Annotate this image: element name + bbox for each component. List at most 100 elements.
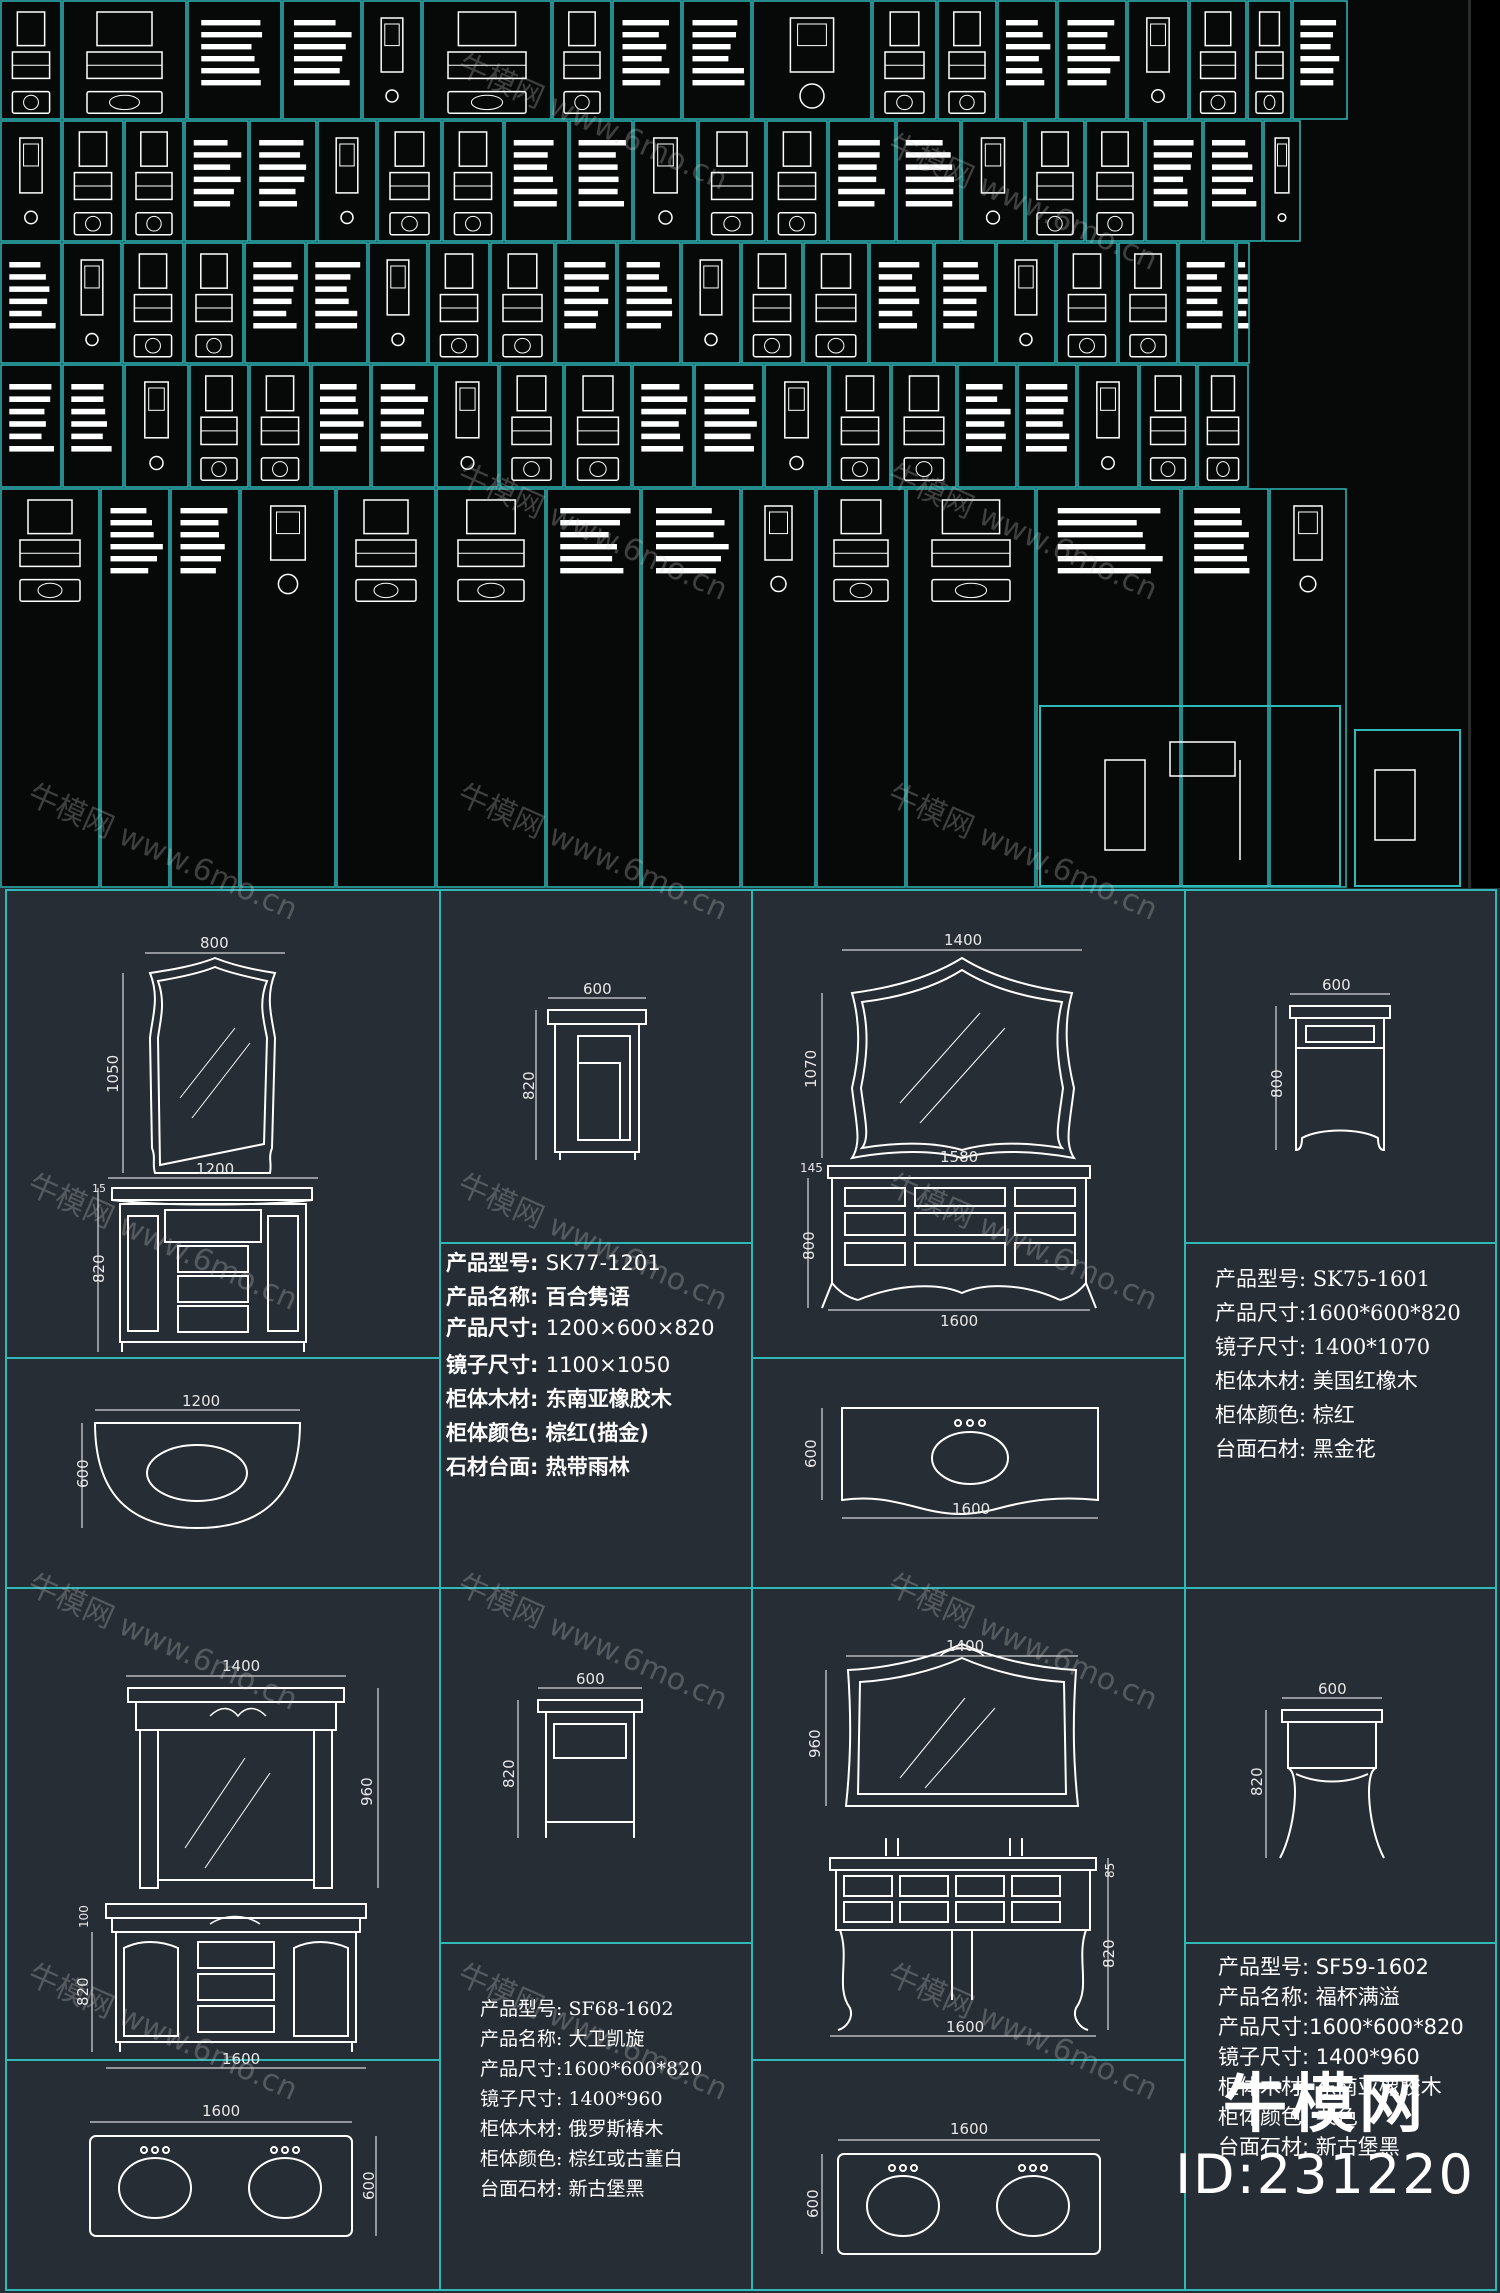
thumb-text-line: [943, 310, 977, 317]
overview-cell: [371, 364, 436, 488]
thumb-text-line: [1194, 532, 1249, 538]
thumb-text-line: [1300, 56, 1340, 62]
overview-cell: [1236, 242, 1250, 364]
thumb-text-line: [513, 201, 557, 207]
thumb-top: [1206, 457, 1240, 481]
thumb-text-line: [1006, 68, 1043, 74]
thumb-text-line: [1006, 32, 1043, 38]
overview-cell: [698, 120, 766, 242]
thumb-basin: [149, 455, 164, 471]
thumb-text-line: [1212, 188, 1247, 195]
thumb-text-line: [193, 176, 241, 183]
thumb-text-line: [294, 80, 350, 86]
overview-cell: [504, 120, 569, 242]
thumb-text-line: [878, 274, 913, 280]
thumb-mirror: [568, 11, 596, 47]
sf59-side-elevation: [1265, 1697, 1385, 1859]
thumb-text-line: [622, 20, 670, 26]
thumb-text-line: [622, 56, 662, 62]
thumb-text-line: [656, 508, 712, 514]
sf59-dim-mirror-height: 960: [806, 1729, 824, 1758]
thumb-basin: [37, 582, 63, 599]
thumb-side: [784, 381, 809, 439]
overview-cell: [428, 242, 490, 364]
thumb-drawer: [339, 143, 355, 167]
thumb-mirror: [1134, 253, 1162, 289]
thumb-text-line: [560, 568, 624, 574]
detail-drawing-sheet[interactable]: 800 1050 1200 15 820 600 820 1200 600: [0, 888, 1500, 2293]
thumb-text-line: [9, 384, 52, 390]
overview-cell: [170, 488, 240, 888]
thumb-mirror: [516, 375, 547, 412]
thumb-text-line: [1057, 532, 1143, 538]
thumb-basin: [1277, 212, 1287, 223]
thumb-text-line: [1194, 544, 1244, 550]
thumb-mirror: [78, 131, 108, 167]
thumb-text-line: [259, 164, 307, 170]
thumb-text-line: [259, 201, 298, 207]
overview-cell: [244, 242, 306, 364]
sf68-dim-top-depth: 600: [360, 2171, 378, 2200]
thumb-text-line: [622, 32, 659, 38]
thumb-text-line: [9, 421, 46, 427]
overview-cell: [564, 364, 632, 488]
thumb-side: [789, 17, 835, 73]
thumb-text-line: [380, 433, 428, 440]
thumb-text-line: [878, 262, 920, 268]
thumb-text-line: [180, 532, 220, 538]
overview-cell: [1178, 242, 1236, 364]
thumb-drawer: [84, 265, 100, 289]
thumb-top: [439, 334, 479, 358]
thumb-text-line: [71, 421, 108, 427]
thumb-text-line: [201, 20, 261, 26]
overview-cell: [62, 120, 124, 242]
thumb-text-line: [1186, 310, 1223, 317]
overview-cell: [436, 488, 546, 888]
thumb-text-line: [9, 310, 42, 317]
thumb-top: [903, 457, 945, 481]
thumb-text-line: [692, 20, 738, 26]
overview-cell: [1056, 242, 1118, 364]
thumb-text-line: [380, 408, 425, 415]
thumb-side: [144, 381, 169, 439]
overview-cell: [184, 120, 249, 242]
overview-cell: [869, 242, 934, 364]
thumb-text-line: [564, 310, 598, 317]
thumb-text-line: [622, 44, 667, 50]
overview-cell: [906, 488, 1036, 888]
sf59-dim-side-height: 820: [1248, 1767, 1266, 1796]
thumb-text-line: [294, 44, 346, 50]
overview-cell: [62, 0, 187, 120]
thumb-text-line: [1026, 446, 1067, 452]
thumb-text-line: [259, 152, 301, 158]
overview-cell: [311, 364, 371, 488]
thumb-basin: [1210, 94, 1226, 111]
thumb-mirror: [205, 375, 233, 412]
thumb-basin: [789, 455, 804, 471]
thumb-text-line: [193, 140, 228, 146]
thumb-text-line: [380, 384, 416, 390]
thumb-text-line: [1194, 568, 1250, 574]
drawing-overview-sheet[interactable]: [0, 0, 1471, 888]
thumb-text-line: [110, 556, 158, 562]
thumb-text-line: [259, 176, 305, 183]
thumb-top: [19, 578, 81, 602]
thumb-text-line: [692, 56, 729, 62]
sf59-dimension-labels: 1400 960 85 820 1600 600 820 1600 600: [804, 1637, 1347, 2218]
thumb-top: [931, 578, 1011, 602]
overview-cell: [1017, 364, 1077, 488]
overview-cell: [336, 488, 436, 888]
thumb-text-line: [641, 396, 688, 402]
sf68-dim-cabinet-height: 820: [74, 1977, 92, 2006]
grid-lines: [5, 889, 1497, 2291]
thumb-text-line: [560, 532, 609, 538]
thumb-text-line: [513, 188, 558, 195]
sf68-spec-color: 柜体颜色: 棕红或古董白: [480, 2148, 683, 2170]
thumb-text-line: [1026, 384, 1068, 390]
overview-cell: [1189, 0, 1247, 120]
thumb-text-line: [193, 188, 234, 195]
thumb-text-line: [1006, 44, 1051, 50]
thumb-side: [386, 259, 410, 316]
overview-cell: [612, 0, 682, 120]
thumb-text-line: [193, 164, 231, 170]
